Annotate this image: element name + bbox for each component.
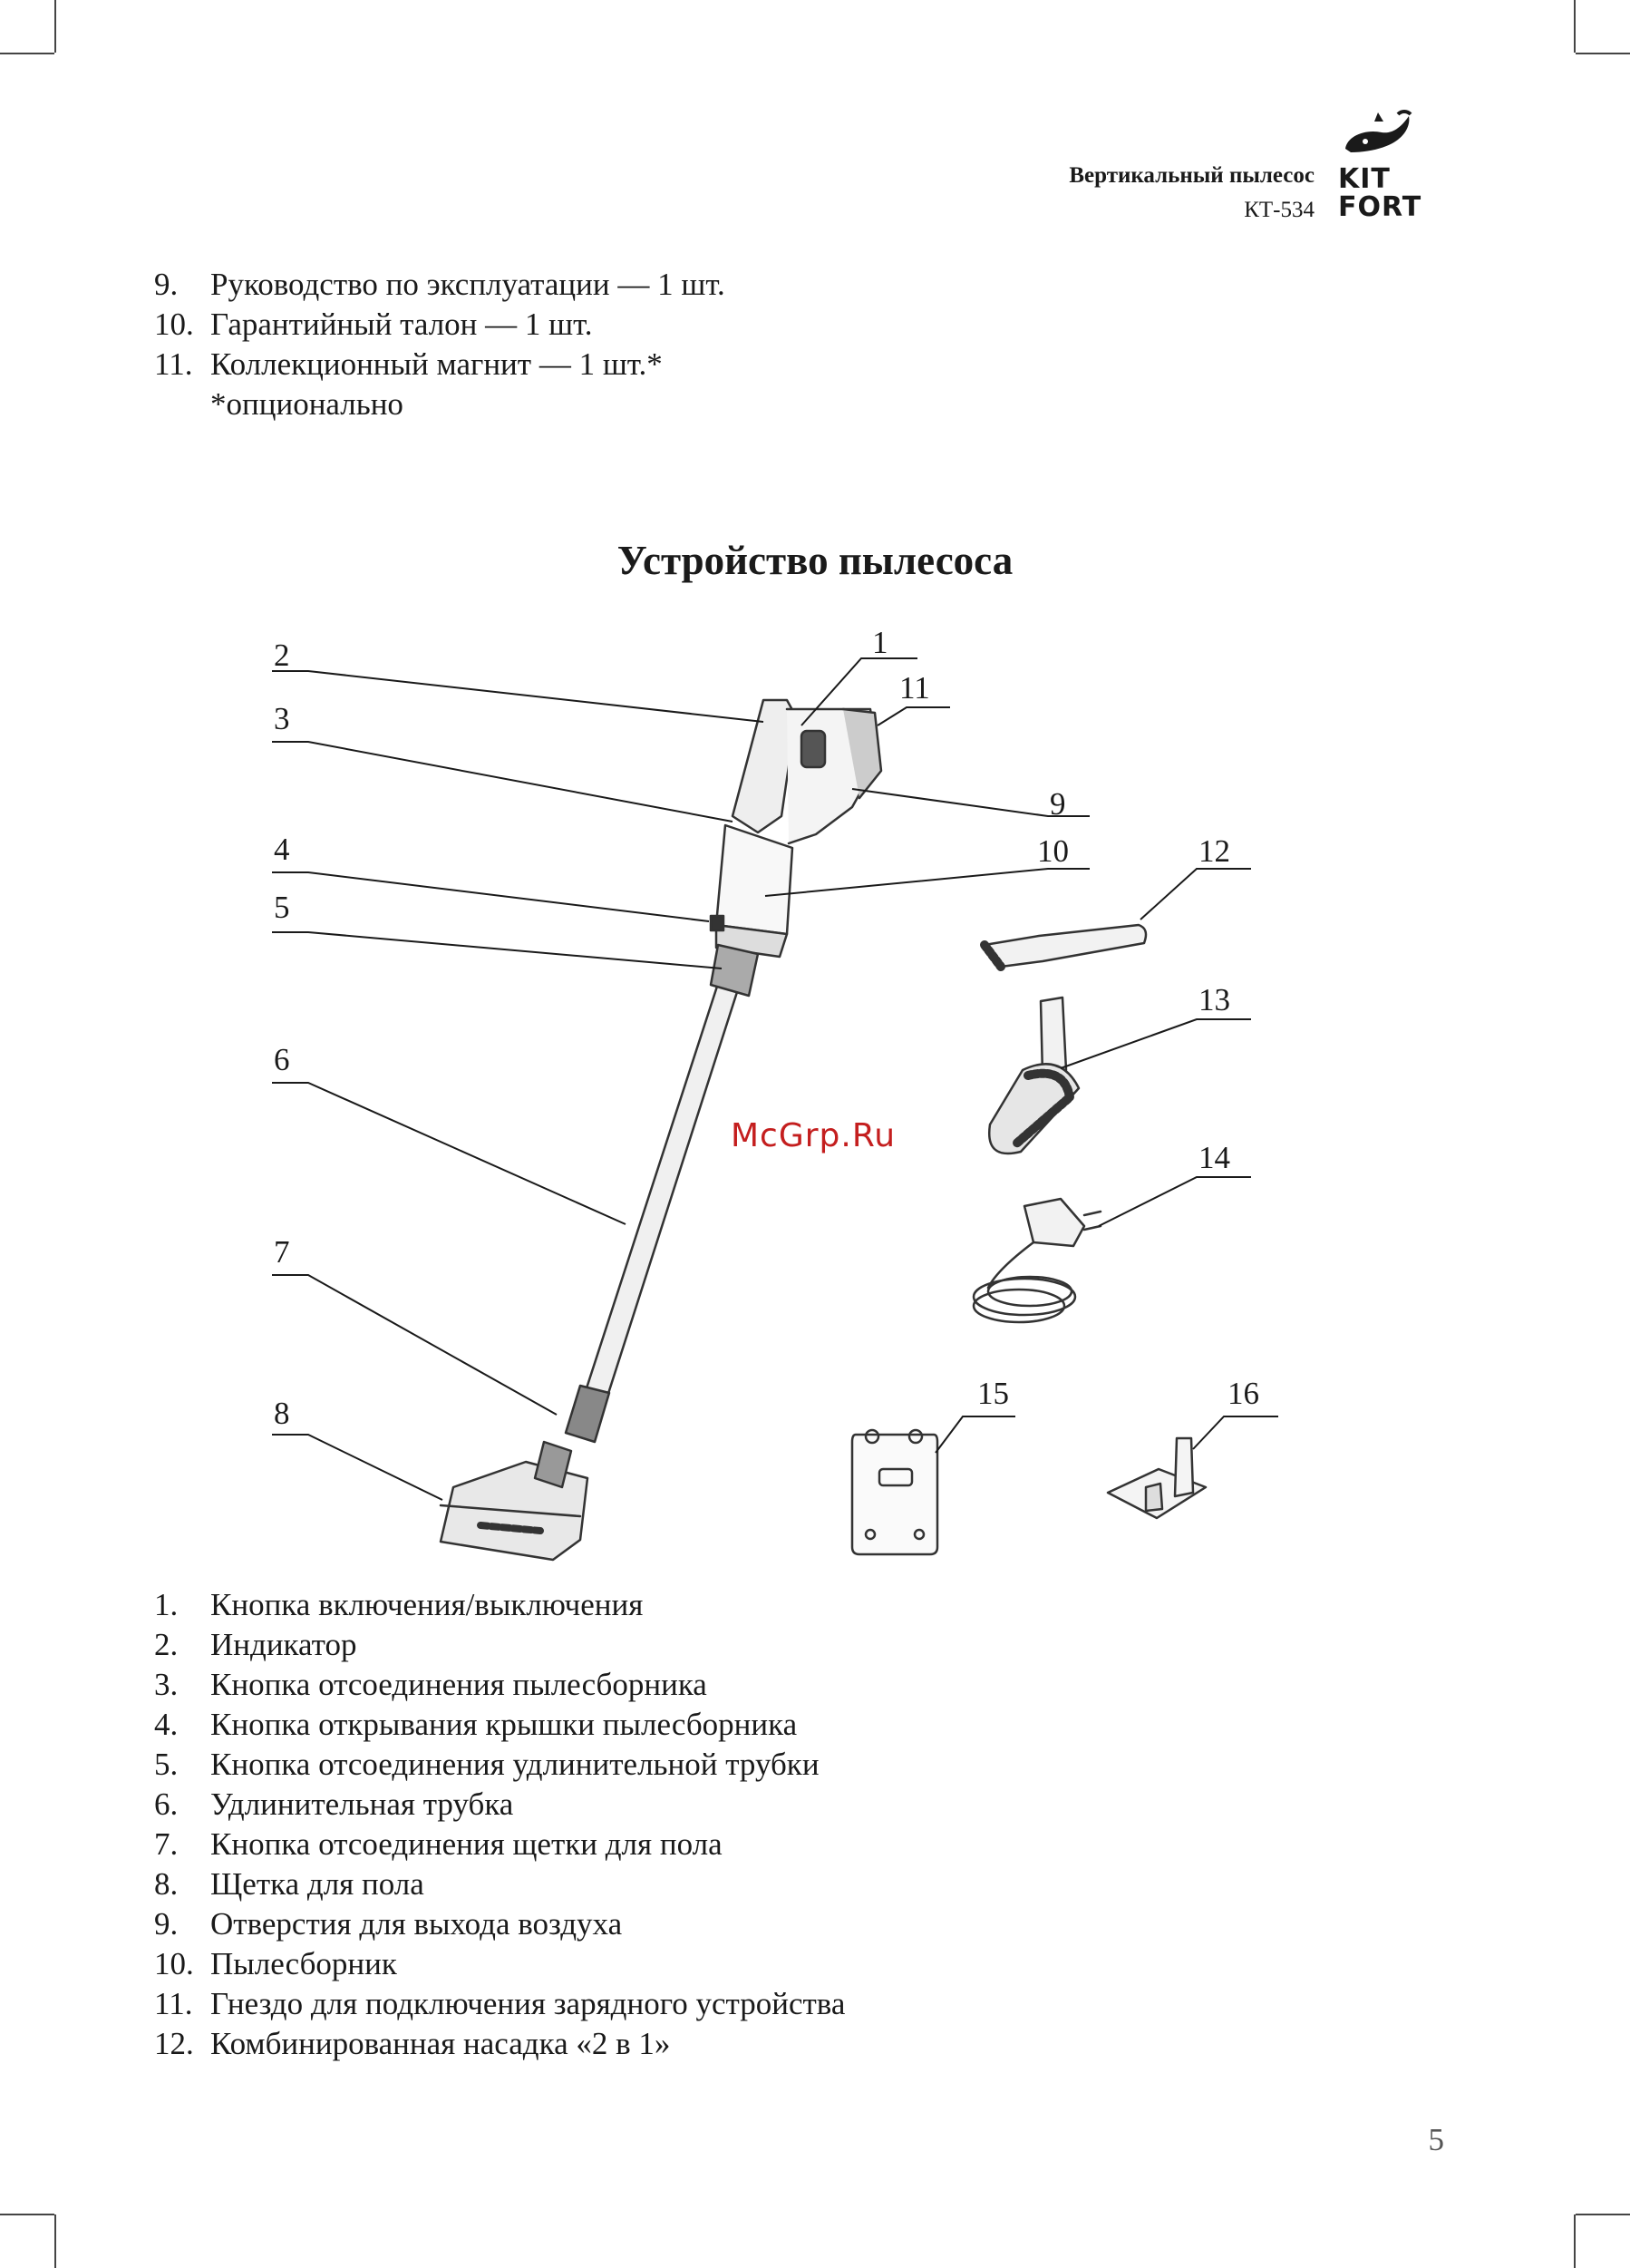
optional-note: *опционально (210, 386, 403, 422)
handle-body (731, 698, 798, 834)
list-item-text: Кнопка отсоединения удлинительной трубки (210, 1747, 820, 1782)
callout-number: 7 (274, 1234, 290, 1270)
list-item-number: 8. (154, 1866, 179, 1902)
list-item: 8. Щетка для пола (154, 1864, 845, 1904)
combo-nozzle (983, 923, 1148, 969)
battery-pack (841, 707, 883, 800)
dust-container (714, 823, 794, 936)
page-number: 5 (1428, 2122, 1445, 2157)
list-item-number: 9. (154, 1906, 179, 1942)
list-item: 9. Отверстия для выхода воздуха (154, 1904, 845, 1944)
callout-number: 9 (1050, 786, 1066, 822)
kitfort-logo: KIT FORT (1338, 109, 1465, 227)
callout-number: 5 (274, 890, 290, 925)
list-item: 9. Руководство по эксплуатации — 1 шт. (154, 265, 725, 305)
cat-whale-icon (1345, 110, 1412, 152)
list-item-text: Комбинированная насадка «2 в 1» (210, 2026, 671, 2061)
list-item: 3. Кнопка отсоединения пылесборника (154, 1665, 845, 1705)
extension-tube (582, 959, 747, 1404)
list-item-number: 6. (154, 1786, 179, 1822)
list-item-number: 7. (154, 1826, 179, 1862)
power-button-shape (800, 729, 827, 769)
list-item: 11. Гнездо для подключения зарядного устр… (154, 1984, 845, 2024)
list-item-number: 5. (154, 1747, 179, 1782)
list-item: 6. Удлинительная трубка (154, 1785, 845, 1825)
crop-mark (0, 53, 54, 54)
callout-number: 13 (1198, 982, 1230, 1017)
section-title: Устройство пылесоса (616, 538, 1014, 583)
wall-mount (850, 1433, 939, 1556)
list-item-number: 3. (154, 1667, 179, 1702)
callout-number: 6 (274, 1042, 290, 1077)
list-item-text: Пылесборник (210, 1946, 397, 1981)
list-item-number: 1. (154, 1587, 179, 1622)
callout-number: 15 (977, 1376, 1009, 1411)
charger-adapter (1023, 1197, 1086, 1248)
accessories-list: 9. Руководство по эксплуатации — 1 шт. 10… (154, 265, 725, 384)
list-item-number: 11. (154, 346, 193, 382)
crop-mark (0, 2214, 54, 2215)
header-model: КТ-534 (1244, 198, 1315, 222)
list-item: 10. Пылесборник (154, 1944, 845, 1984)
list-item: 11. Коллекционный магнит — 1 шт.* (154, 345, 725, 384)
watermark: McGrp.Ru (731, 1117, 896, 1154)
callout-number: 14 (1198, 1140, 1230, 1175)
list-item-number: 12. (154, 2026, 194, 2061)
logo-line-1: KIT (1338, 163, 1391, 195)
list-item-number: 10. (154, 307, 194, 342)
list-item: 12. Комбинированная насадка «2 в 1» (154, 2024, 845, 2064)
list-item-number: 9. (154, 267, 179, 302)
list-item-text: Гарантийный талон — 1 шт. (210, 307, 593, 342)
parts-list: 1. Кнопка включения/выключения 2. Индикато… (154, 1585, 845, 2064)
list-item-text: Удлинительная трубка (210, 1786, 514, 1822)
callout-number: 11 (899, 670, 930, 706)
callout-number: 8 (274, 1396, 290, 1431)
logo-line-2: FORT (1338, 191, 1422, 223)
crop-mark (1574, 0, 1576, 53)
list-item-text: Руководство по эксплуатации — 1 шт. (210, 267, 725, 302)
list-item-number: 4. (154, 1707, 179, 1742)
list-item-text: Щетка для пола (210, 1866, 424, 1902)
list-item-text: Кнопка включения/выключения (210, 1587, 644, 1622)
callout-number: 3 (274, 701, 290, 736)
header-title: Вертикальный пылесос (1069, 163, 1315, 188)
list-item-number: 2. (154, 1627, 179, 1662)
list-item-text: Гнездо для подключения зарядного устройс… (210, 1986, 846, 2021)
list-item-text: Индикатор (210, 1627, 357, 1662)
list-item-number: 10. (154, 1946, 194, 1981)
logo-text: KIT FORT (1338, 165, 1421, 221)
crop-mark (54, 0, 56, 53)
callout-number: 1 (872, 625, 888, 660)
callout-number: 2 (274, 638, 290, 673)
callout-number: 16 (1227, 1376, 1259, 1411)
list-item-text: Кнопка открывания крышки пылесборника (210, 1707, 798, 1742)
list-item-number: 11. (154, 1986, 193, 2021)
list-item: 4. Кнопка открывания крышки пылесборника (154, 1705, 845, 1745)
callout-number: 12 (1198, 833, 1230, 869)
list-item: 2. Индикатор (154, 1625, 845, 1665)
crop-mark (1574, 2214, 1576, 2268)
crop-mark (54, 2214, 56, 2268)
crop-mark (1576, 2214, 1630, 2215)
list-item: 7. Кнопка отсоединения щетки для пола (154, 1825, 845, 1864)
list-item-text: Кнопка отсоединения щетки для пола (210, 1826, 723, 1862)
list-item-text: Кнопка отсоединения пылесборника (210, 1667, 707, 1702)
callout-number: 4 (274, 832, 290, 867)
crop-mark (1576, 53, 1630, 54)
list-item: 10. Гарантийный талон — 1 шт. (154, 305, 725, 345)
list-item: 1. Кнопка включения/выключения (154, 1585, 845, 1625)
list-item-text: Отверстия для выхода воздуха (210, 1906, 623, 1942)
list-item-text: Коллекционный магнит — 1 шт.* (210, 346, 663, 382)
list-item: 5. Кнопка отсоединения удлинительной труб… (154, 1745, 845, 1785)
callout-number: 10 (1037, 833, 1069, 869)
